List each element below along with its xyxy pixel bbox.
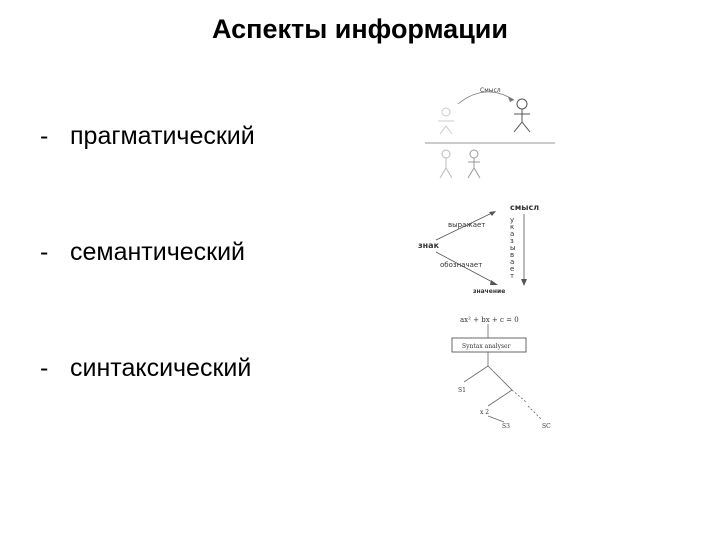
node-znak: знак xyxy=(418,241,440,250)
list-dash: - xyxy=(40,354,49,382)
arc-label: Смысл xyxy=(480,87,501,94)
list-item-label: синтаксический xyxy=(70,354,252,382)
edge xyxy=(487,389,513,407)
list-dash: - xyxy=(40,238,49,266)
tree-node: S3 xyxy=(502,423,510,430)
vertical-label-char: з xyxy=(510,237,514,245)
vertical-label-char: е xyxy=(510,265,514,273)
vertical-label-char: т xyxy=(510,272,514,280)
arc-arrow xyxy=(457,91,515,105)
person-icon xyxy=(439,149,453,179)
edge xyxy=(511,389,527,403)
tree-node: SC xyxy=(542,423,551,430)
list-dash: - xyxy=(40,122,49,150)
pragmatic-diagram: Смысл xyxy=(425,87,555,179)
list-item-semantic: -семантический xyxy=(40,238,245,267)
edge xyxy=(527,405,543,421)
vertical-label-char: а xyxy=(510,230,514,238)
vertical-label-char: к xyxy=(510,223,514,231)
semantic-diagram: смысл знак значение выражает обозначает … xyxy=(418,203,539,295)
tree-node: S1 xyxy=(458,387,466,394)
list-item-pragmatic: -прагматический xyxy=(40,122,255,151)
node-znachenie: значение xyxy=(473,288,505,295)
vertical-label-char: у xyxy=(510,216,514,224)
arrow-head xyxy=(489,211,496,216)
vertical-label-char: в xyxy=(510,251,514,259)
syntax-diagram: ax² + bx + c = 0 Syntax analyser S1 x 2 … xyxy=(451,316,551,430)
vertical-label: у к а з ы в а е т xyxy=(510,216,516,280)
list-item-syntax: -синтаксический xyxy=(40,354,251,383)
arrow-head xyxy=(521,279,527,286)
analyser-label: Syntax analyser xyxy=(462,343,511,350)
edge-arrow xyxy=(435,251,497,285)
tree-node: x 2 xyxy=(480,409,489,416)
node-smysl: смысл xyxy=(510,203,539,212)
vertical-label-char: ы xyxy=(510,244,516,252)
edge xyxy=(463,365,489,383)
edge xyxy=(487,415,505,423)
person-icon xyxy=(438,107,454,135)
vertical-label-char: а xyxy=(510,258,514,266)
formula: ax² + bx + c = 0 xyxy=(460,316,519,324)
page-title: Аспекты информации xyxy=(211,14,508,44)
person-icon xyxy=(513,98,531,133)
list-item-label: семантический xyxy=(70,238,246,266)
edge-arrow xyxy=(435,211,495,241)
arrow-head xyxy=(490,280,498,285)
analyser-box xyxy=(451,337,527,353)
edge xyxy=(487,365,513,391)
person-icon xyxy=(467,149,481,179)
arrow-head xyxy=(508,97,514,102)
list-item-label: прагматический xyxy=(70,122,255,150)
